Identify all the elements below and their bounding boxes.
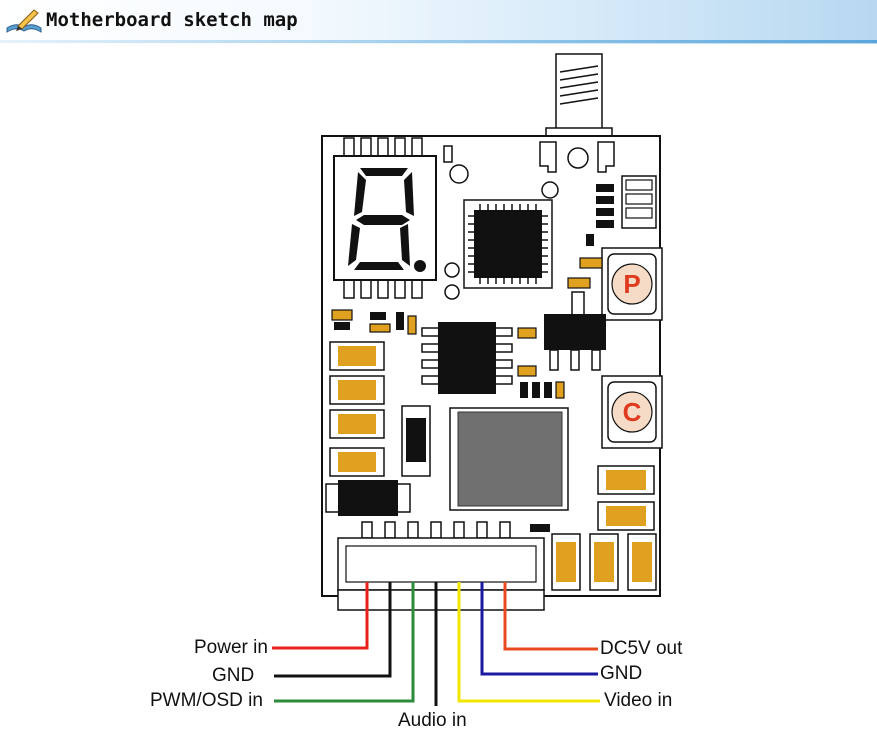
diode-horizontal [325, 480, 411, 516]
power-inductor [449, 407, 569, 511]
button-p[interactable] [601, 247, 663, 321]
digit-eight [348, 168, 426, 272]
soic-chip [421, 322, 513, 394]
pencil-book-icon [6, 9, 42, 33]
wire-pwm-osd-in [274, 582, 415, 703]
label-video-in: Video in [604, 690, 673, 711]
label-power-in: Power in [194, 637, 268, 658]
voltage-regulator [544, 291, 606, 371]
label-audio-in: Audio in [398, 710, 467, 731]
wire-dc5v-out [503, 582, 598, 651]
label-gnd-right: GND [600, 663, 643, 684]
wire-power-in [272, 582, 369, 650]
seven-segment-display [333, 137, 437, 299]
label-gnd-left: GND [212, 665, 255, 686]
button-p-label: P [623, 269, 641, 299]
label-pwm-osd-in: PWM/OSD in [150, 690, 263, 711]
page-title: Motherboard sketch map [46, 9, 298, 31]
wires [272, 582, 600, 706]
microcontroller-chip [463, 199, 553, 289]
wire-gnd-left [274, 582, 392, 678]
label-dc5v-out: DC5V out [600, 638, 683, 659]
tantalum-capacitors-right [551, 465, 657, 591]
wire-video-in [457, 582, 600, 703]
header-divider [0, 40, 877, 43]
button-c[interactable] [601, 375, 663, 449]
resistor-array [586, 175, 657, 246]
header-bar: Motherboard sketch map [0, 0, 877, 44]
wire-gnd-right [480, 582, 598, 676]
button-c-label: C [622, 397, 642, 427]
tantalum-capacitors-left [329, 341, 385, 477]
small-capacitors [331, 257, 603, 532]
diode-vertical [401, 405, 431, 477]
antenna-connector [545, 53, 613, 141]
smd-components [443, 141, 615, 300]
